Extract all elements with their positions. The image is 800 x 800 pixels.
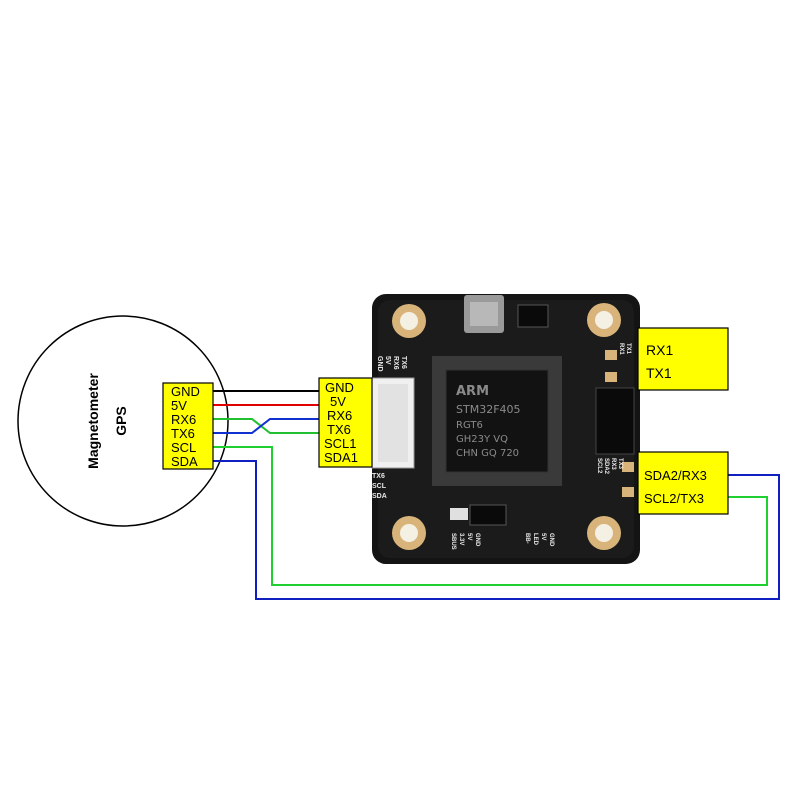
- i2c2-scl2-tx3: SCL2/TX3: [644, 491, 704, 506]
- silk-right-0: RX1: [618, 343, 624, 355]
- i2c2-box: SDA2/RX3 SCL2/TX3: [637, 451, 729, 515]
- chip-line-4: GH23Y VQ: [456, 434, 508, 445]
- wire-scl: [212, 446, 768, 586]
- uart1-box: RX1 TX1: [637, 327, 729, 391]
- chip-model: STM32F405: [456, 403, 521, 416]
- uart1-tx1: TX1: [646, 365, 672, 381]
- gps-pin-sda: SDA: [171, 454, 198, 469]
- mcu-chip: [445, 369, 549, 473]
- fc-pin-gnd: GND: [325, 380, 354, 395]
- silk-left-0: TX6: [372, 473, 385, 480]
- fc-pin-sda1: SDA1: [324, 450, 358, 465]
- uart1-rx1: RX1: [646, 342, 673, 358]
- gps-pin-scl: SCL: [171, 440, 196, 455]
- fc-pin-5v: 5V: [330, 394, 346, 409]
- fc-pin-rx6: RX6: [327, 408, 352, 423]
- gps-title-gps: GPS: [113, 406, 129, 436]
- wire-tx6: [212, 418, 320, 434]
- silk-top-3: TX6: [400, 356, 407, 369]
- fc-pin-tx6: TX6: [327, 422, 351, 437]
- silk-bottom-1: 3.3V: [458, 533, 464, 545]
- silk-bottom-4: BB-: [524, 533, 530, 544]
- chip-line-5: CHN GQ 720: [456, 448, 519, 459]
- gps-pin-5v: 5V: [171, 398, 187, 413]
- gps-module-outline: [17, 315, 229, 527]
- wire-sda: [212, 460, 780, 600]
- silk-right-3: SDA2: [603, 458, 609, 475]
- silk-bottom-2: 5V: [466, 533, 472, 540]
- silk-top-0: GND: [376, 356, 383, 372]
- silk-right-2: SCL2: [596, 458, 602, 474]
- mounting-hole-br: [587, 516, 621, 550]
- mounting-hole-tr: [587, 303, 621, 337]
- mounting-hole-bl: [392, 516, 426, 550]
- mounting-hole-tl: [392, 304, 426, 338]
- silk-top-1: 5V: [384, 356, 391, 365]
- silk-right-4: RX3: [610, 458, 616, 470]
- silk-bottom-7: GND: [548, 533, 554, 547]
- flight-controller-board: ARM STM32F405 RGT6 GH23Y VQ CHN GQ 720 G…: [371, 294, 640, 564]
- gps-pin-box: GND 5V RX6 TX6 SCL SDA: [162, 382, 214, 470]
- silk-top-2: RX6: [392, 356, 399, 370]
- silk-right-5: TX3: [617, 458, 623, 470]
- silk-bottom-6: 5V: [540, 533, 546, 540]
- i2c2-sda2-rx3: SDA2/RX3: [644, 468, 707, 483]
- silk-left-2: SDA: [372, 493, 387, 500]
- fc-pin-scl1: SCL1: [324, 436, 357, 451]
- chip-brand: ARM: [456, 384, 489, 399]
- silk-bottom-5: LED: [532, 533, 538, 546]
- gps-pin-gnd: GND: [171, 384, 200, 399]
- silk-bottom-0: SBUS: [450, 533, 456, 550]
- pin-header: [595, 387, 635, 455]
- fc-connector-box: GND 5V RX6 TX6 SCL1 SDA1: [318, 377, 373, 468]
- silk-bottom-3: GND: [474, 533, 480, 547]
- gps-title-magnetometer: Magnetometer: [85, 373, 101, 469]
- wires: [212, 390, 780, 600]
- chip-line-3: RGT6: [456, 420, 483, 431]
- gps-pin-rx6: RX6: [171, 412, 196, 427]
- silk-left-1: SCL: [372, 483, 387, 490]
- gps-pin-tx6: TX6: [171, 426, 195, 441]
- silk-right-1: TX1: [625, 343, 631, 355]
